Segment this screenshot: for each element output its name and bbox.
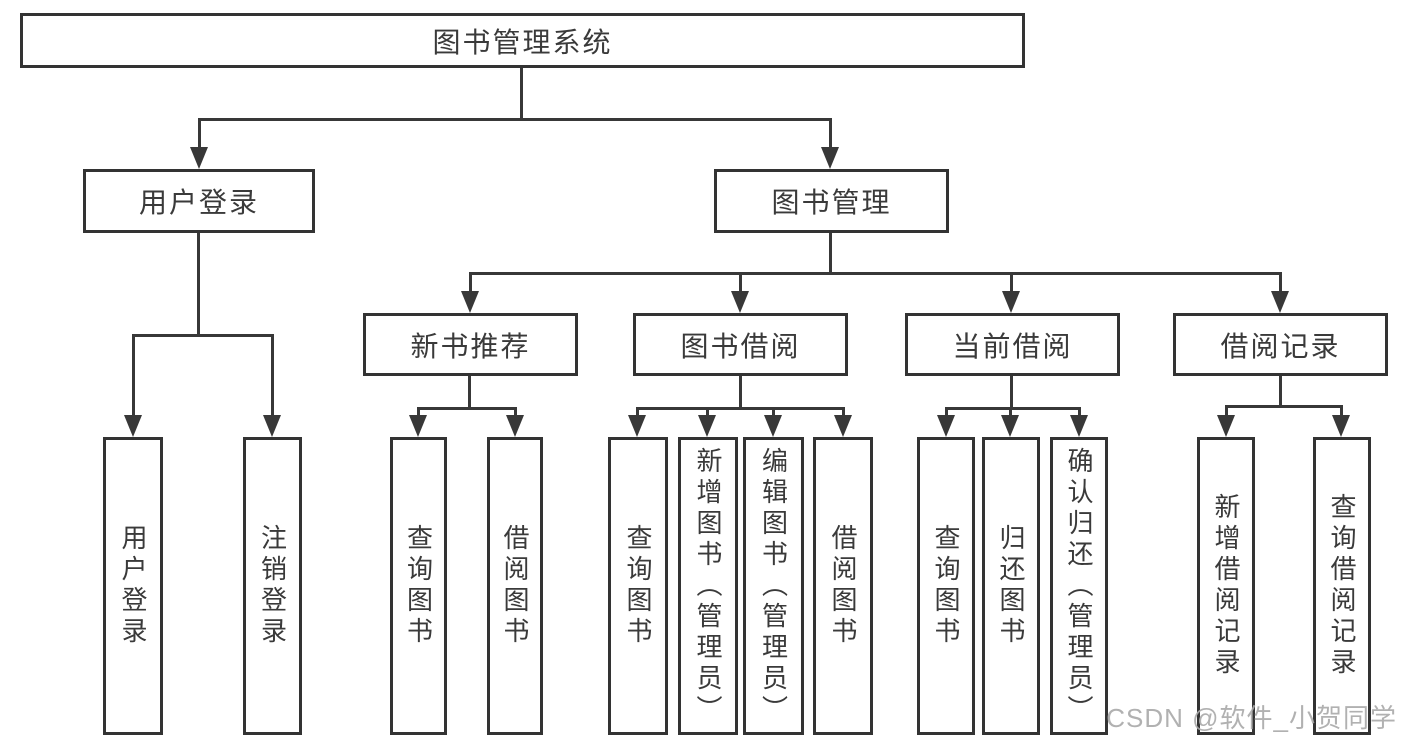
connector-line bbox=[636, 407, 845, 410]
connector-line bbox=[132, 334, 135, 417]
node-book-management: 图书管理 bbox=[714, 169, 949, 233]
connector-line bbox=[842, 407, 845, 417]
connector-line bbox=[132, 334, 274, 337]
arrowhead-down-icon bbox=[1070, 415, 1088, 437]
leaf-borrow-query-books: 查询图书 bbox=[608, 437, 668, 735]
arrowhead-down-icon bbox=[821, 147, 839, 169]
arrowhead-down-icon bbox=[461, 291, 479, 313]
node-user-login: 用户登录 bbox=[83, 169, 315, 233]
arrowhead-down-icon bbox=[1001, 415, 1019, 437]
connector-line bbox=[1279, 376, 1282, 407]
connector-line bbox=[417, 407, 420, 417]
connector-line bbox=[271, 334, 274, 417]
connector-line bbox=[1279, 272, 1282, 292]
connector-line bbox=[829, 118, 832, 148]
node-current-borrow: 当前借阅 bbox=[905, 313, 1120, 376]
arrowhead-down-icon bbox=[263, 415, 281, 437]
leaf-borrow-add-books-admin: 新增图书（管理员） bbox=[678, 437, 738, 735]
arrowhead-down-icon bbox=[1002, 291, 1020, 313]
connector-line bbox=[469, 272, 472, 292]
connector-line bbox=[636, 407, 639, 417]
node-new-book-recommend: 新书推荐 bbox=[363, 313, 578, 376]
node-borrow-record: 借阅记录 bbox=[1173, 313, 1388, 376]
arrowhead-down-icon bbox=[1271, 291, 1289, 313]
connector-line bbox=[739, 272, 742, 292]
arrowhead-down-icon bbox=[190, 147, 208, 169]
connector-line bbox=[945, 407, 948, 417]
node-root: 图书管理系统 bbox=[20, 13, 1025, 68]
connector-line bbox=[1010, 272, 1013, 292]
leaf-borrow-borrow-books: 借阅图书 bbox=[813, 437, 873, 735]
arrowhead-down-icon bbox=[124, 415, 142, 437]
connector-line bbox=[198, 118, 832, 121]
leaf-current-return-books: 归还图书 bbox=[982, 437, 1040, 735]
connector-line bbox=[1009, 407, 1012, 417]
connector-line bbox=[520, 68, 523, 120]
arrowhead-down-icon bbox=[1217, 415, 1235, 437]
leaf-current-confirm-return-admin: 确认归还（管理员） bbox=[1050, 437, 1108, 735]
connector-line bbox=[1078, 407, 1081, 417]
node-book-borrow: 图书借阅 bbox=[633, 313, 848, 376]
connector-line bbox=[739, 376, 742, 410]
connector-line bbox=[945, 407, 1081, 410]
arrowhead-down-icon bbox=[409, 415, 427, 437]
arrowhead-down-icon bbox=[506, 415, 524, 437]
connector-line bbox=[514, 407, 517, 417]
connector-line bbox=[417, 407, 517, 410]
arrowhead-down-icon bbox=[764, 415, 782, 437]
connector-line bbox=[1225, 405, 1343, 408]
connector-line bbox=[1010, 376, 1013, 410]
arrowhead-down-icon bbox=[1332, 415, 1350, 437]
leaf-borrow-edit-books-admin: 编辑图书（管理员） bbox=[743, 437, 804, 735]
leaf-user-login: 用户登录 bbox=[103, 437, 163, 735]
leaf-logout: 注销登录 bbox=[243, 437, 302, 735]
arrowhead-down-icon bbox=[937, 415, 955, 437]
connector-line bbox=[1225, 405, 1228, 417]
connector-line bbox=[197, 233, 200, 336]
arrowhead-down-icon bbox=[698, 415, 716, 437]
arrowhead-down-icon bbox=[834, 415, 852, 437]
connector-line bbox=[468, 376, 471, 410]
leaf-newbook-query-books: 查询图书 bbox=[390, 437, 447, 735]
connector-line bbox=[706, 407, 709, 417]
arrowhead-down-icon bbox=[628, 415, 646, 437]
connector-line bbox=[829, 233, 832, 275]
leaf-newbook-borrow-books: 借阅图书 bbox=[487, 437, 543, 735]
leaf-record-add-borrow-record: 新增借阅记录 bbox=[1197, 437, 1255, 735]
connector-line bbox=[1340, 405, 1343, 417]
connector-line bbox=[198, 118, 201, 148]
connector-line bbox=[772, 407, 775, 417]
connector-line bbox=[469, 272, 1282, 275]
leaf-record-query-borrow-record: 查询借阅记录 bbox=[1313, 437, 1371, 735]
leaf-current-query-books: 查询图书 bbox=[917, 437, 975, 735]
arrowhead-down-icon bbox=[731, 291, 749, 313]
